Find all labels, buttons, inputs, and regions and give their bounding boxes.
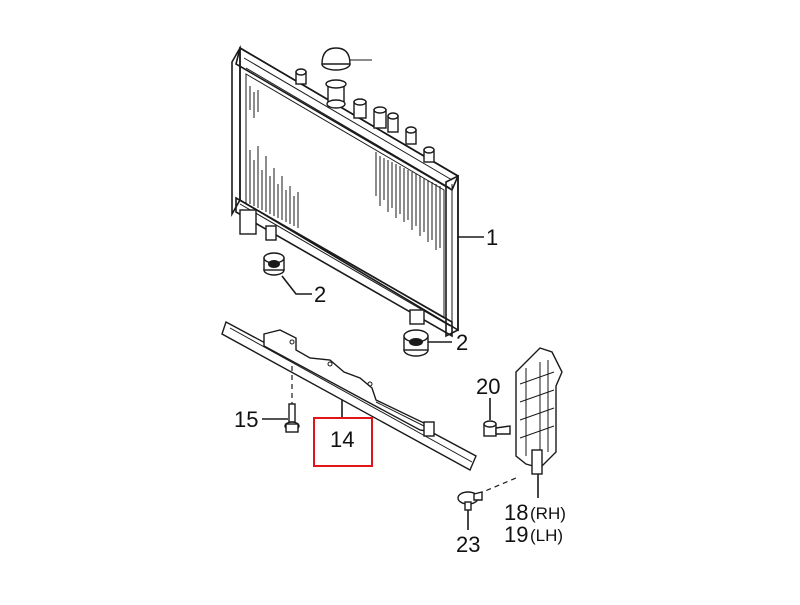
bolt [284, 403, 300, 433]
inlet-pipes [353, 98, 417, 145]
lower-brackets [239, 209, 425, 325]
radiator-cap [321, 47, 372, 71]
radiator [231, 44, 460, 338]
leader-2-upper [281, 275, 312, 295]
callout-18: 18 [504, 500, 528, 525]
callout-19: 19 [504, 522, 528, 547]
pin-axis [477, 477, 517, 495]
core-fins-right [375, 152, 441, 250]
filler-neck [325, 79, 347, 109]
callout-20: 20 [476, 374, 500, 399]
callout-19-suffix: (LH) [530, 526, 563, 545]
shroud-panel [221, 320, 477, 471]
highlight-box-14 [313, 417, 373, 467]
upper-pins [295, 68, 435, 163]
air-guide [515, 347, 563, 475]
pin [457, 491, 483, 511]
callout-14: 14 [330, 427, 354, 452]
mount-upper [263, 252, 285, 276]
callout-23: 23 [456, 532, 480, 557]
callout-18-suffix: (RH) [530, 504, 566, 523]
callout-2-lower: 2 [456, 330, 468, 355]
mount-lower [403, 329, 429, 357]
callout-15: 15 [234, 407, 258, 432]
clip [483, 420, 511, 437]
callout-1: 1 [486, 225, 498, 250]
callout-2-upper: 2 [314, 282, 326, 307]
core-fins-left [249, 86, 299, 228]
